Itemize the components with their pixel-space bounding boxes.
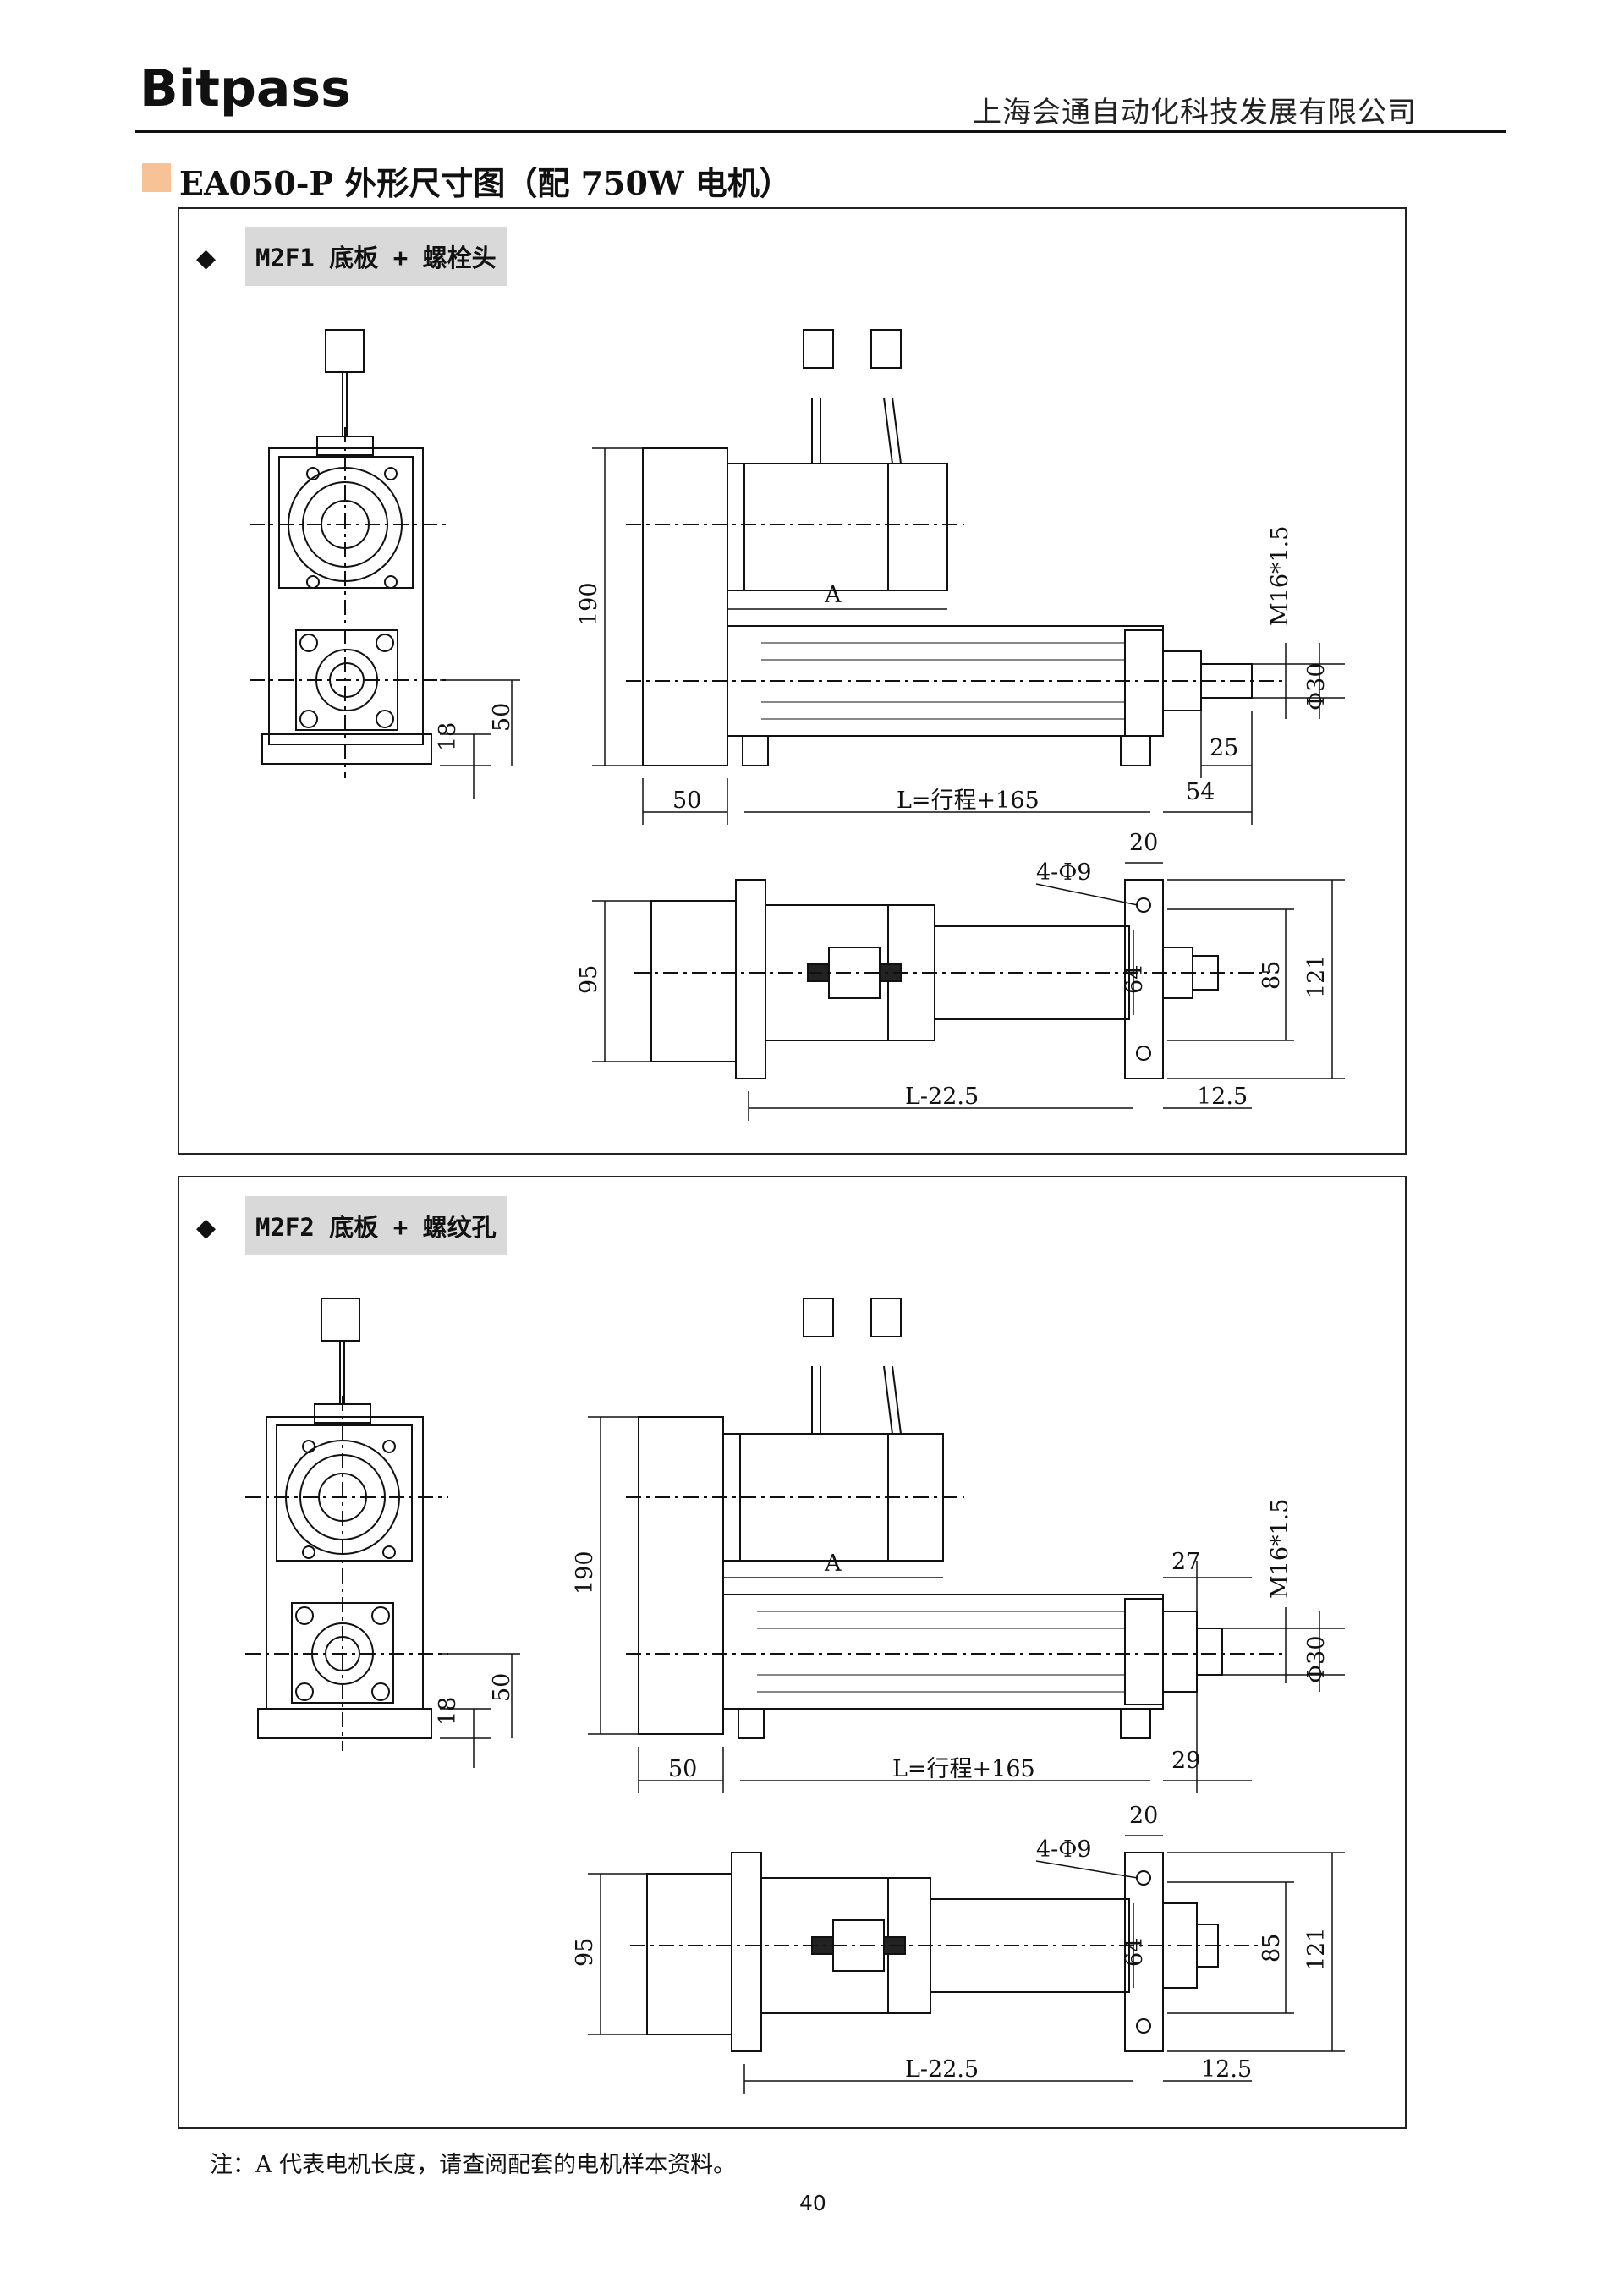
brand-logo: Bitpass xyxy=(140,59,351,118)
front-end-view xyxy=(245,1298,520,1768)
side-view xyxy=(592,329,1345,825)
drawing-panel-m2f1 xyxy=(178,207,1407,1155)
dim-overall-width: 121 xyxy=(1303,1927,1330,1971)
dim-motor-length: A xyxy=(824,1551,842,1577)
section-label-m2f1: M2F1 底板 + 螺栓头 xyxy=(245,227,507,286)
drawing-panel-m2f2 xyxy=(178,1176,1407,2129)
dim-rod-end: 25 xyxy=(1210,735,1238,761)
dim-hole-spacing: 20 xyxy=(1129,830,1158,856)
dim-width: 95 xyxy=(576,965,602,994)
dim-body-width: 64 xyxy=(1122,965,1148,994)
dim-hole-spacing: 20 xyxy=(1129,1803,1158,1829)
dim-flange-offset: 50 xyxy=(668,1756,697,1782)
footnote: 注：A 代表电机长度，请查阅配套的电机样本资料。 xyxy=(210,2152,737,2178)
dim-flange-offset: 50 xyxy=(672,788,701,814)
plan-view xyxy=(592,862,1345,1121)
dim-plan-length: L-22.5 xyxy=(905,2056,979,2083)
page-title: EA050-P 外形尺寸图（配 750W 电机） xyxy=(179,164,792,202)
dim-rod-diameter: Φ30 xyxy=(1303,663,1330,711)
company-name: 上海会通自动化科技发展有限公司 xyxy=(973,96,1417,129)
dim-base-height: 18 xyxy=(435,1697,461,1726)
dim-holes: 4-Φ9 xyxy=(1036,859,1092,886)
dim-thread-depth: 27 xyxy=(1171,1549,1200,1575)
diamond-bullet-icon: ◆ xyxy=(196,1213,217,1243)
dim-plan-tail: 12.5 xyxy=(1197,1084,1248,1110)
dim-length: L=行程+165 xyxy=(892,1756,1035,1782)
dim-width: 95 xyxy=(572,1938,598,1967)
dim-thread: M16*1.5 xyxy=(1267,526,1293,626)
dim-length: L=行程+165 xyxy=(897,788,1040,814)
plan-view xyxy=(588,1835,1345,2094)
dim-axis-height: 50 xyxy=(489,1673,515,1702)
dim-tail: 54 xyxy=(1186,779,1215,805)
dim-plan-tail: 12.5 xyxy=(1201,2056,1252,2083)
dim-body-width: 64 xyxy=(1122,1938,1148,1967)
dim-motor-length: A xyxy=(824,582,842,608)
section-label-m2f2: M2F2 底板 + 螺纹孔 xyxy=(245,1196,507,1255)
diamond-bullet-icon: ◆ xyxy=(196,244,217,273)
dim-holes: 4-Φ9 xyxy=(1036,1836,1092,1863)
dim-base-height: 18 xyxy=(435,722,461,751)
dim-axis-height: 50 xyxy=(489,703,515,732)
dim-hole-pitch: 85 xyxy=(1259,961,1285,990)
dim-hole-pitch: 85 xyxy=(1259,1934,1285,1962)
side-view xyxy=(588,1298,1345,1793)
dim-height: 190 xyxy=(572,1551,598,1595)
dim-plan-length: L-22.5 xyxy=(905,1084,979,1110)
dim-rod-diameter: Φ30 xyxy=(1303,1636,1330,1684)
page-number: 40 xyxy=(799,2191,826,2215)
dim-thread: M16*1.5 xyxy=(1267,1499,1293,1599)
front-end-view xyxy=(250,329,520,799)
dim-tail: 29 xyxy=(1171,1748,1200,1774)
dim-height: 190 xyxy=(576,582,602,626)
title-marker-icon xyxy=(142,163,171,192)
dim-overall-width: 121 xyxy=(1303,954,1330,998)
header-divider xyxy=(135,130,1506,133)
